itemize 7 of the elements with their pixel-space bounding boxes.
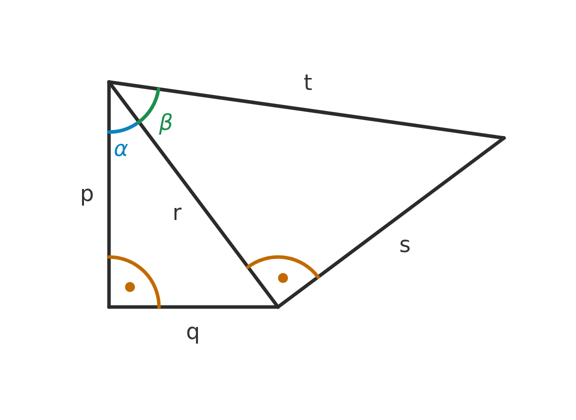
side-label: s [399,235,411,257]
side-label: p [80,184,94,206]
side-label: t [304,73,312,95]
side-label: q [186,322,200,344]
angle-label: β [158,113,174,135]
angle-label: α [114,139,128,161]
side-label: r [172,203,182,225]
